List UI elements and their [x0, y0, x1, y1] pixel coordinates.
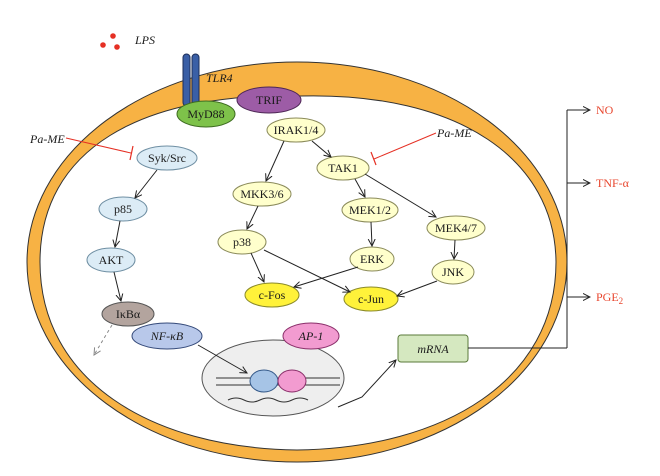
pathway-arrows: [94, 140, 455, 408]
nfkb-node: [131, 322, 203, 350]
tak1-node: [316, 155, 370, 181]
lps-label: LPS: [134, 33, 155, 47]
mek12-node: [341, 197, 399, 223]
mek47-node: [426, 215, 486, 241]
lps-dots: [100, 33, 120, 50]
pge-text: PGE: [596, 290, 619, 304]
myd88-node: [176, 100, 236, 128]
pame-left-inhibition: [65, 137, 134, 161]
nfkb-label: NF-κB: [150, 329, 184, 343]
mek12-label: MEK1/2: [349, 203, 391, 217]
pge-subscript: 2: [619, 296, 624, 306]
nfkb-bound: [249, 369, 279, 393]
cfos-node: [244, 282, 300, 308]
output-no: NO: [596, 103, 614, 117]
trif-label: TRIF: [256, 93, 282, 107]
mrna-wave: [227, 397, 309, 403]
erk-label: ERK: [360, 252, 384, 266]
tlr4-receptor: [182, 53, 200, 107]
akt-label: AKT: [99, 253, 124, 267]
tlr4-label: TLR4: [206, 71, 233, 85]
syk-src-label: Syk/Src: [148, 151, 186, 165]
pame-left-label: Pa-ME: [29, 132, 65, 146]
output-pge2: PGE2: [596, 290, 623, 306]
irak-node: [266, 117, 326, 143]
p38-label: p38: [233, 235, 251, 249]
output-tnf: TNF-α: [596, 176, 630, 190]
jnk-label: JNK: [442, 265, 464, 279]
trif-node: [236, 86, 302, 114]
ikba-label: IκBα: [116, 307, 141, 321]
mek47-label: MEK4/7: [435, 221, 477, 235]
tak1-label: TAK1: [328, 161, 358, 175]
pame-right-inhibition: [370, 132, 437, 166]
p85-node: [98, 196, 148, 222]
mkk36-node: [232, 181, 292, 207]
mkk36-label: MKK3/6: [240, 187, 283, 201]
ap1-bound: [277, 369, 307, 393]
ap1-label: AP-1: [298, 329, 324, 343]
output-branch: [468, 110, 590, 349]
cjun-label: c-Jun: [358, 292, 384, 306]
cjun-node: [343, 286, 399, 312]
p38-node: [217, 229, 267, 255]
mrna-label: mRNA: [417, 342, 449, 356]
akt-node: [86, 247, 136, 273]
pame-right-label: Pa-ME: [436, 126, 472, 140]
myd88-label: MyD88: [187, 107, 224, 121]
ap1-node: [282, 322, 340, 350]
irak-label: IRAK1/4: [274, 123, 319, 137]
cfos-label: c-Fos: [259, 288, 286, 302]
syk-src-node: [136, 145, 198, 171]
p85-label: p85: [114, 202, 132, 216]
ikba-node: [101, 301, 155, 327]
